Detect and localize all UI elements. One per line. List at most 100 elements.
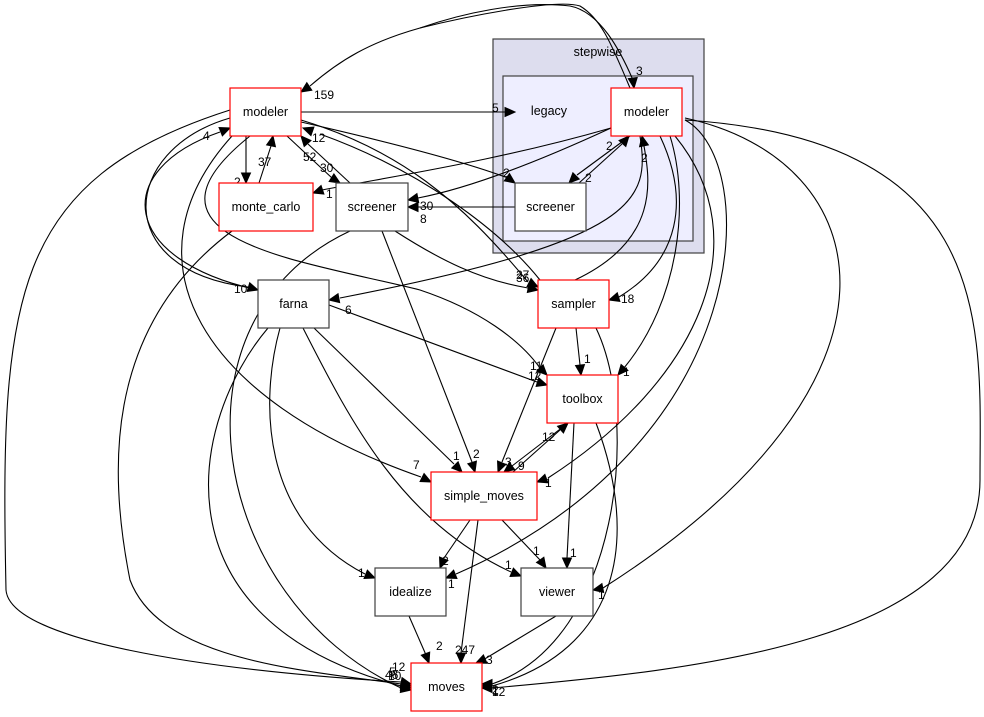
edge-modeler-to-simple_moves[interactable] [181,135,433,483]
edge-label[interactable]: 7 [413,458,420,472]
edge-toolbox-to-viewer[interactable] [561,422,575,570]
edge-label[interactable]: 1 [584,352,591,366]
edge-label[interactable]: 30 [420,199,434,213]
edge-label[interactable]: 12 [312,131,326,145]
edge-sw_modeler-to-toolbox[interactable] [617,135,681,376]
edge-label[interactable]: 2 [585,171,592,185]
edge-modeler-to-sw_screener[interactable] [300,121,516,184]
edge-label[interactable]: 247 [455,643,475,657]
edge-label[interactable]: 36 [516,271,530,285]
edge-sw_screener-to-sw_modeler[interactable] [578,135,630,184]
edge-modeler-to-farna[interactable] [145,117,260,293]
edge-label[interactable]: 10 [388,669,402,683]
cluster-legacy-label[interactable]: legacy [531,104,568,118]
edge-toolbox-to-simple_moves[interactable] [503,422,569,473]
edge-label[interactable]: 159 [314,88,334,102]
edge-label[interactable]: 2 [492,683,499,697]
edge-sampler-to-modeler[interactable] [301,126,541,281]
edge-label[interactable]: 9 [518,459,525,473]
edge-farna-to-moves[interactable] [208,327,413,692]
edge-simple_moves-to-viewer[interactable] [501,519,547,569]
node-sw-modeler[interactable]: modeler [610,87,683,137]
edge-sw_modeler-to-viewer[interactable] [591,117,841,594]
edge-sw_modeler-to-simple_moves[interactable] [535,135,715,484]
edge-sw_modeler-to-screener[interactable] [406,127,612,204]
edge-label[interactable]: 2 [442,554,449,568]
edge-label[interactable]: 1 [326,187,333,201]
edge-label[interactable]: 30 [320,161,334,175]
edge-idealize-to-moves[interactable] [408,615,431,665]
edge-farna-to-toolbox[interactable] [328,304,549,388]
edge-label[interactable]: 2 [234,175,241,189]
edge-sampler-to-toolbox[interactable] [574,327,586,377]
edge-simple_moves-to-idealize[interactable] [439,519,471,570]
node-simple-moves[interactable]: simple_moves [430,471,538,521]
edge-label[interactable]: 1 [570,546,577,560]
edge-label[interactable]: 2 [641,151,648,165]
node-moves[interactable]: moves [410,662,483,712]
edge-label[interactable]: 3 [636,64,643,78]
edge-sw_modeler-to-farna[interactable] [327,135,643,304]
edge-label[interactable]: 11 [530,359,543,373]
edge-label[interactable]: 1 [492,684,499,698]
edge-label[interactable]: 3 [486,653,493,667]
edge-label[interactable]: 3 [505,455,512,469]
edge-label[interactable]: 2 [436,639,443,653]
edge-label[interactable]: 1 [533,544,540,558]
edge-label[interactable]: 1 [598,588,605,602]
edge-label[interactable]: 27 [516,268,530,282]
edge-label[interactable]: 46 [385,668,399,682]
node-modeler[interactable]: modeler [229,87,302,137]
edge-sw_modeler-to-sampler[interactable] [607,135,677,303]
edge-label[interactable]: 8 [420,212,427,226]
edge-label[interactable]: 1 [448,577,455,591]
edge-label[interactable]: 37 [258,155,272,169]
edge-label[interactable]: 4 [203,129,210,143]
node-sw-screener[interactable]: screener [514,182,587,232]
node-screener[interactable]: screener [335,182,409,232]
edge-modeler-to-monte_carlo[interactable] [240,136,252,185]
node-toolbox[interactable]: toolbox [546,374,619,424]
edge-sw_modeler-to-moves[interactable] [480,119,981,694]
edge-label[interactable]: 18 [621,292,635,306]
edge-label[interactable]: 1 [545,476,552,490]
node-sampler[interactable]: sampler [537,279,610,329]
edge-label[interactable]: 6 [345,303,352,317]
edge-monte_carlo-to-modeler[interactable] [258,134,277,184]
edge-simple_moves-to-moves[interactable] [455,519,479,665]
edge-label[interactable]: 1 [505,558,512,572]
edge-label[interactable]: 2 [503,166,510,180]
edge-label[interactable]: 5 [389,665,396,679]
edge-simple_moves-to-toolbox[interactable] [512,422,569,473]
node-monte-carlo[interactable]: monte_carlo [218,182,314,232]
edge-sw_screener-to-screener[interactable] [406,201,515,213]
edge-screener-to-sampler[interactable] [394,230,540,294]
edge-label[interactable]: 1 [358,566,365,580]
edge-label[interactable]: 52 [303,150,317,164]
edge-screener-to-modeler[interactable] [300,135,351,184]
edge-farna-to-idealize[interactable] [269,327,377,579]
edge-sampler-to-simple_moves[interactable] [497,327,557,474]
edge-farna-to-viewer[interactable] [302,327,523,577]
edge-label[interactable]: 12 [528,369,542,383]
edge-sw_modeler-to-modeler[interactable] [299,3,631,93]
edge-label[interactable]: 2 [606,139,613,153]
edge-label[interactable]: 5 [492,101,499,115]
edge-label[interactable]: 12 [492,685,506,699]
node-idealize[interactable]: idealize [374,567,447,617]
edge-label[interactable]: 1 [453,449,460,463]
edge-farna-to-simple_moves[interactable] [313,327,463,473]
edge-sampler-to-sw_modeler[interactable] [574,134,650,281]
edge-label[interactable]: 2 [473,447,480,461]
node-viewer[interactable]: viewer [520,567,594,617]
edge-label[interactable]: 1 [623,365,630,379]
edge-modeler-to-sw_modeler[interactable] [419,4,638,90]
edge-modeler-to-legacy[interactable] [301,106,517,118]
node-farna[interactable]: farna [257,279,330,329]
edge-sw_modeler-to-idealize[interactable] [444,119,728,579]
edge-label[interactable]: 10 [234,282,248,296]
edge-label[interactable]: 12 [542,430,556,444]
edge-screener-to-simple_moves[interactable] [381,230,478,474]
edge-modeler-to-screener[interactable] [286,135,342,184]
edge-label[interactable]: 12 [392,660,406,674]
